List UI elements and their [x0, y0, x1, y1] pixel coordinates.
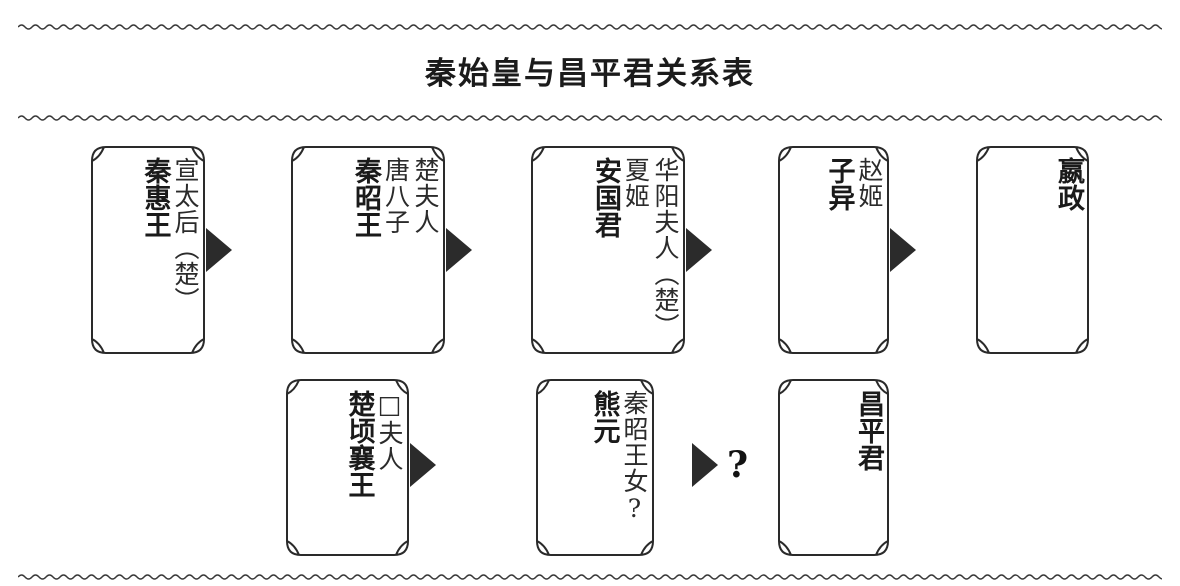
arrow-icon-6 [692, 443, 718, 487]
node-columns: 昌平君 [777, 378, 890, 557]
arrow-icon-1 [206, 228, 232, 272]
node-secondary-1: □夫人 [375, 390, 404, 472]
arrow-icon-5 [410, 443, 436, 487]
node-secondary-1: 秦昭王女? [620, 390, 649, 524]
node-columns: □夫人 楚顷襄王 [285, 378, 410, 557]
node-columns: 嬴政 [975, 145, 1090, 355]
node-primary-name: 子异 [823, 157, 855, 211]
node-secondary-1: 夏姬 [621, 157, 651, 209]
node-secondary-1: 宣太后（楚） [171, 157, 200, 313]
node-secondary-2: 华阳夫人（楚） [651, 157, 680, 339]
arrow-icon-3 [686, 228, 712, 272]
page-title: 秦始皇与昌平君关系表 [425, 56, 755, 92]
node-secondary-1: 唐八子 [381, 157, 411, 235]
node-ying-zheng[interactable]: 嬴政 [975, 145, 1090, 355]
node-primary-name: 楚顷襄王 [343, 390, 375, 498]
node-qin-hui-wang[interactable]: 宣太后（楚） 秦惠王 [90, 145, 206, 355]
node-columns: 楚夫人 唐八子 秦昭王 [290, 145, 446, 355]
node-primary-name: 昌平君 [853, 390, 884, 471]
uncertain-link-question-mark: ? [727, 444, 749, 486]
node-changping-jun[interactable]: 昌平君 [777, 378, 890, 557]
node-chu-qingxiang-wang[interactable]: □夫人 楚顷襄王 [285, 378, 410, 557]
arrow-icon-2 [446, 228, 472, 272]
node-columns: 赵姬 子异 [777, 145, 890, 355]
node-anguo-jun[interactable]: 华阳夫人（楚） 夏姬 安国君 [530, 145, 686, 355]
node-primary-name: 嬴政 [1053, 157, 1084, 211]
top-wavy-rule [18, 22, 1162, 32]
node-zi-yi[interactable]: 赵姬 子异 [777, 145, 890, 355]
node-secondary-2: 楚夫人 [411, 157, 440, 235]
node-columns: 华阳夫人（楚） 夏姬 安国君 [530, 145, 686, 355]
bottom-wavy-rule [18, 572, 1162, 582]
node-columns: 宣太后（楚） 秦惠王 [90, 145, 206, 355]
arrow-icon-4 [890, 228, 916, 272]
node-primary-name: 熊元 [588, 390, 620, 444]
node-secondary-1: 赵姬 [855, 157, 884, 209]
node-primary-name: 安国君 [590, 157, 621, 238]
node-primary-name: 秦惠王 [139, 157, 171, 238]
node-xiong-yuan[interactable]: 秦昭王女? 熊元 [535, 378, 655, 557]
node-qin-zhao-wang[interactable]: 楚夫人 唐八子 秦昭王 [290, 145, 446, 355]
node-columns: 秦昭王女? 熊元 [535, 378, 655, 557]
middle-wavy-rule [18, 113, 1162, 123]
node-primary-name: 秦昭王 [350, 157, 381, 238]
